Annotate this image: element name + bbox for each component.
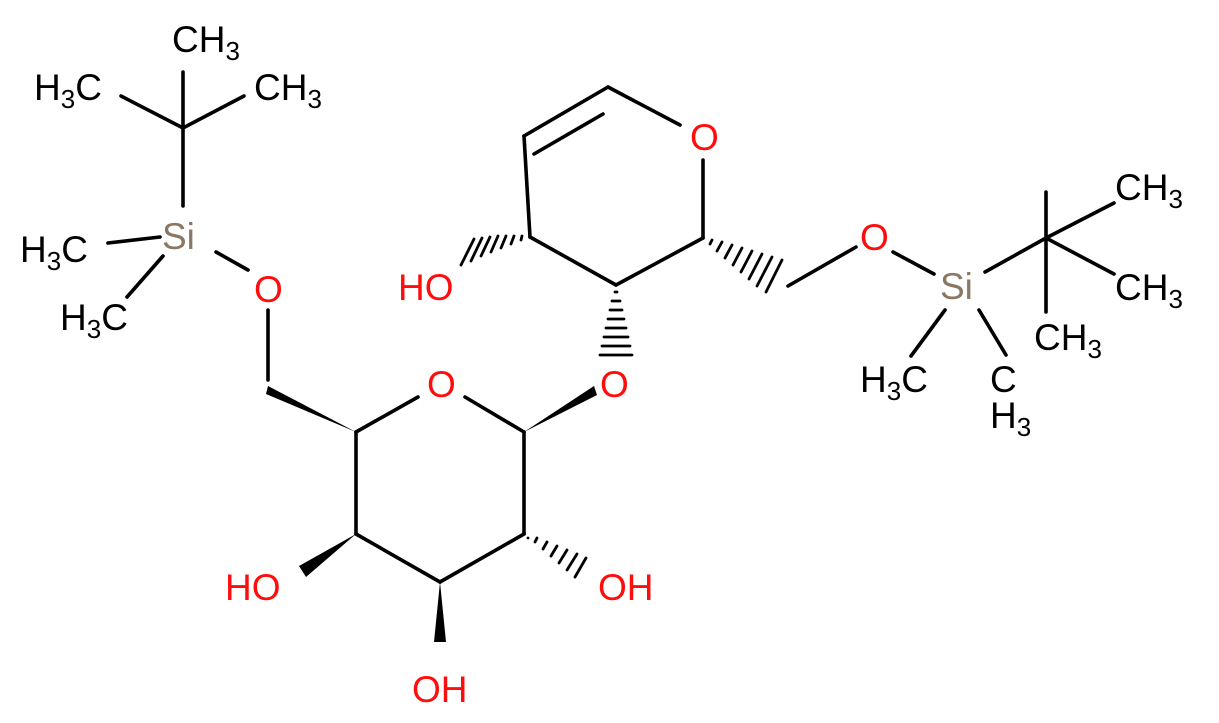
oxygen-label: O <box>254 269 283 310</box>
bond <box>606 85 682 127</box>
methyl-label: CH3 <box>1034 317 1102 364</box>
wedge-bond <box>524 386 597 432</box>
bond <box>1044 236 1116 276</box>
bond <box>891 250 936 276</box>
bond <box>1044 201 1116 240</box>
ring-oxygen-label: O <box>427 364 456 405</box>
bond <box>181 94 246 130</box>
bond <box>354 395 420 434</box>
silicon-label: Si <box>940 266 973 307</box>
ring-oxygen-label: O <box>690 117 719 158</box>
bond <box>214 250 250 272</box>
oxygen-label: O <box>860 217 889 258</box>
bond <box>614 236 705 287</box>
methyl-label: H3C <box>60 297 128 344</box>
bond <box>522 134 532 239</box>
stereo-bonds <box>266 234 784 642</box>
bond <box>532 112 605 156</box>
methyl-label: H3 <box>990 395 1031 442</box>
hydroxyl-label: OH <box>412 669 468 710</box>
bonds <box>106 70 1116 584</box>
bond <box>438 532 526 584</box>
glycosidic-oxygen-label: O <box>600 364 629 405</box>
bond <box>983 236 1048 274</box>
methyl-label: CH3 <box>254 67 322 114</box>
methyl-label: C <box>990 359 1017 400</box>
hash-bond-oh-right <box>526 536 588 579</box>
bond <box>463 395 526 434</box>
bond <box>909 308 947 358</box>
bond <box>786 245 858 288</box>
wedge-bond <box>299 534 356 577</box>
methyl-label: CH3 <box>172 19 240 66</box>
hydroxyl-label: OH <box>598 567 654 608</box>
hydroxyl-label: HO <box>225 567 281 608</box>
bond <box>119 94 185 130</box>
methyl-label: H3C <box>20 229 88 276</box>
methyl-label: CH3 <box>1115 167 1183 214</box>
bond <box>354 532 442 584</box>
hash-bond-o-bridge <box>598 290 634 357</box>
wedge-bond <box>434 582 446 642</box>
methyl-label: CH3 <box>1115 267 1183 314</box>
wedge-bond <box>266 386 356 432</box>
atom-labels: CH3 H3C CH3 Si H3C H3C O O O HO OH OH O … <box>20 19 1183 710</box>
hash-bond-ch2-right <box>708 238 784 294</box>
bond <box>977 308 1008 357</box>
bond <box>522 85 610 138</box>
hash-bond-ho-left <box>459 234 524 267</box>
bond <box>528 235 618 287</box>
methyl-label: H3C <box>34 67 102 114</box>
hydroxyl-label: HO <box>398 267 454 308</box>
bond <box>106 235 162 245</box>
methyl-label: H3C <box>860 359 928 406</box>
silicon-label: Si <box>162 216 195 257</box>
bond <box>125 254 165 299</box>
